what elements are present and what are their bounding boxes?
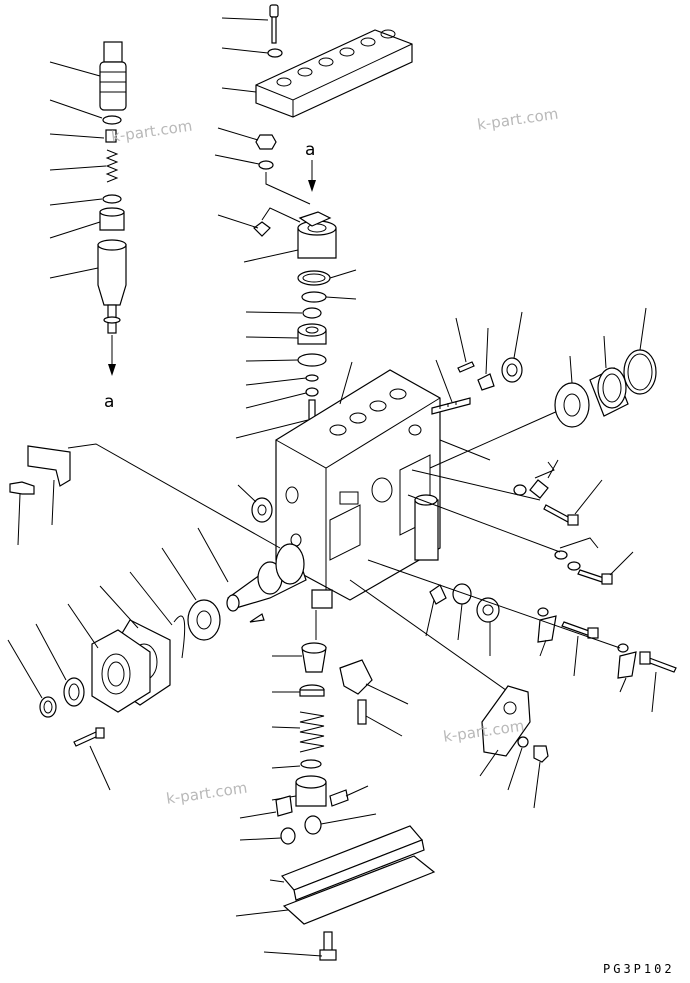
washer-c1 [452,583,472,605]
stopper-nut [477,373,495,391]
tappet-shaft [251,497,273,523]
delivery-valve-holder [99,41,127,111]
bolt-far [639,651,677,673]
bolt-r2 [577,569,613,585]
bottom-gasket [282,855,436,925]
spring [105,149,119,183]
lock-washer [537,615,557,643]
seal-ring-large [623,349,657,395]
key [249,613,265,623]
drawing-code: PG3P102 [603,962,675,976]
nut-b [533,745,549,763]
control-sleeve [297,211,337,259]
cover-bolt [269,4,279,44]
small-ring [305,374,319,382]
arrow-head-left [108,364,116,376]
plunger-ring [297,323,327,345]
nut [255,134,277,150]
top-cover [255,29,413,118]
arrow-head-center [308,180,316,192]
washer-c2 [537,607,549,617]
bushing [304,815,322,835]
cover-washer [267,48,283,58]
lock-washer-2 [617,651,637,679]
plunger-barrel [97,239,127,334]
bolt-left-mid [429,584,447,605]
stopper [105,129,117,143]
washer [258,160,274,170]
tappet-guide [301,642,327,673]
bolt-r1 [543,504,579,526]
bracket [27,445,71,487]
cap-nut [501,357,523,383]
roller-pin-2 [275,795,293,817]
bearing-housing [91,629,151,713]
washer-c3 [617,643,629,653]
plunger-spring [299,711,325,753]
bearing [554,382,590,428]
washer-r3 [567,561,581,571]
bottom-cover [280,825,425,901]
ref-label-a-left: a [104,392,115,412]
roller [280,827,296,845]
screw-left [73,727,105,747]
washer-r2 [554,550,568,560]
roller-pin [329,789,349,807]
washer-2 [302,307,322,319]
bearing-cup [589,367,629,417]
washer-r1 [513,484,527,496]
gear [187,599,221,641]
lock-plate [529,479,549,499]
camshaft [226,543,307,612]
bottom-bolt [319,931,337,961]
oil-seal [63,677,85,707]
rack [431,397,471,415]
rack-pin [457,361,475,373]
o-ring-left [39,696,57,718]
bolt-c [561,621,599,639]
lever-screw [357,699,367,725]
bolt-left [9,481,35,495]
o-ring-small [301,291,327,303]
side-cover-gasket [481,685,531,757]
snap-ring [173,615,186,659]
ref-label-a-top: a [305,140,316,160]
spring-seat [297,353,327,367]
o-ring [102,115,122,125]
small-ring-2 [305,387,319,397]
tappet [295,759,327,807]
gasket [102,194,122,204]
governor-link [339,659,373,695]
pinion-clip [253,221,271,237]
washer-b [517,736,529,748]
